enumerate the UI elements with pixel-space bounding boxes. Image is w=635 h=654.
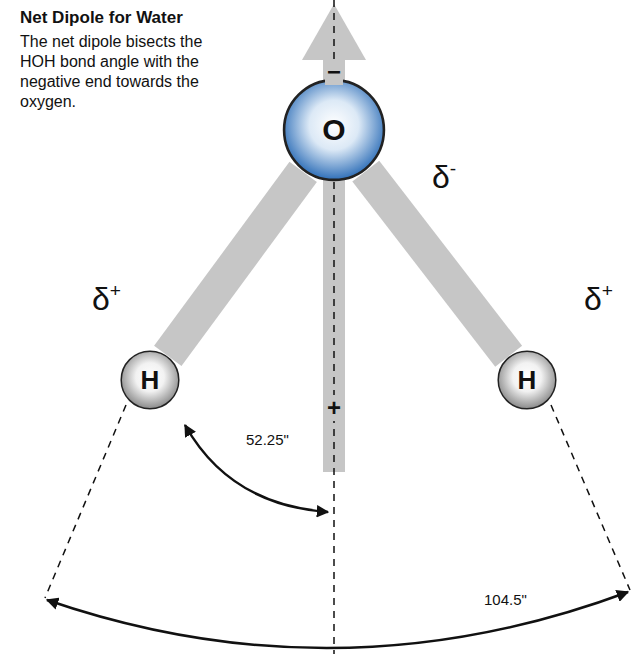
atom-symbol-text: O [322, 113, 345, 147]
pole-sign: − [325, 59, 343, 85]
atom-symbol: H [120, 350, 180, 410]
pole-sign: + [325, 395, 343, 421]
charge-label: δ+ [92, 282, 121, 317]
bond-line [366, 171, 509, 356]
atom-circle: H [497, 350, 557, 410]
atom-symbol: H [497, 350, 557, 410]
bond-line [168, 172, 303, 356]
angle-arc [185, 425, 328, 512]
charge-label: δ+ [584, 282, 613, 317]
atom-circle: O [282, 78, 386, 182]
angle-arc [47, 592, 628, 648]
caption: The net dipole bisects the HOH bond angl… [20, 32, 220, 112]
title: Net Dipole for Water [20, 8, 183, 28]
angle-dimension: 104.5" [484, 592, 527, 609]
charge-label: δ- [432, 160, 456, 195]
atom-symbol: O [282, 78, 386, 182]
atom-circle: H [120, 350, 180, 410]
extension-line [551, 405, 630, 590]
extension-line [45, 405, 126, 598]
angle-dimension: 52.25" [246, 432, 289, 449]
atom-symbol-text: H [518, 365, 537, 396]
atom-symbol-text: H [141, 365, 160, 396]
